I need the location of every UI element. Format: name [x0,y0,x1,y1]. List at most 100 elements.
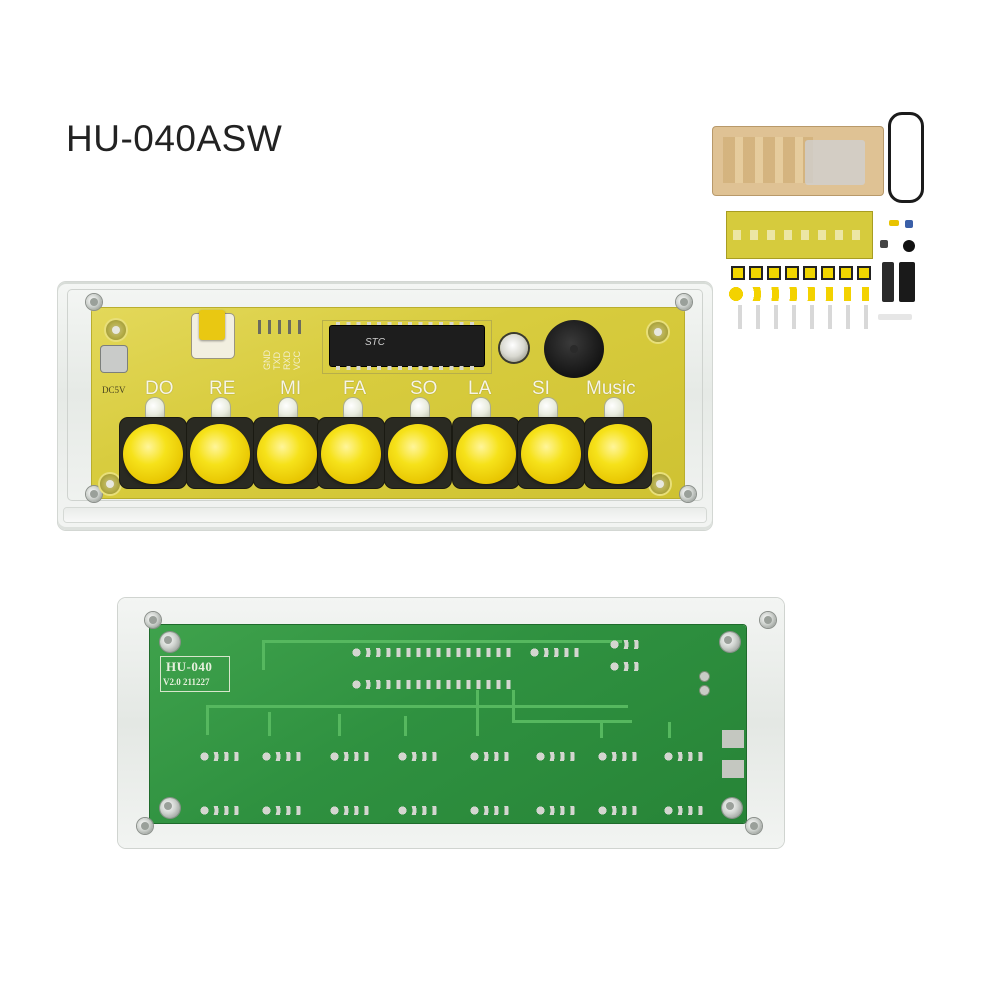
rgb-led [500,334,528,362]
header-pins [258,320,304,334]
pad-row [664,752,704,761]
la-button[interactable] [456,424,516,484]
pad-row [664,806,704,815]
pad-row [330,806,370,815]
pin-label: GND [262,350,272,370]
trace [262,640,622,643]
si-button[interactable] [521,424,581,484]
pad-row [262,806,302,815]
pad-row [530,648,580,657]
led [212,398,230,420]
kit-leds [846,305,850,329]
pad-row [352,680,512,689]
power-pad [722,730,744,748]
board-screw [720,632,740,652]
pad-row [470,752,510,761]
pad [700,672,709,681]
kit-chip [899,262,915,302]
kit-leds [864,305,868,329]
do-button[interactable] [123,424,183,484]
kit-part [889,220,899,226]
led [344,398,362,420]
pad-row [398,806,438,815]
note-label-do: DO [145,378,174,399]
kit-buzzer [903,240,915,252]
kit-switch-row [731,266,871,280]
kit-part [878,314,912,320]
kit-leds [792,305,796,329]
pin-label: RXD [282,350,292,370]
kit-leds [828,305,832,329]
kit-leds [810,305,814,329]
case-screw [145,612,161,628]
mounting-hole [100,474,120,494]
pad-row [470,806,510,815]
trace [338,714,341,736]
note-label-si: SI [532,378,550,399]
trace [668,722,671,738]
board-screw [722,798,742,818]
kit-part [880,240,888,248]
pad-row [598,752,638,761]
case-screw [680,486,696,502]
pad-row [262,752,302,761]
case-screw [86,294,102,310]
fa-button[interactable] [321,424,381,484]
mounting-hole [650,474,670,494]
kit-part [905,220,913,228]
case-screw [676,294,692,310]
pin-label: VCC [292,350,302,370]
chip-socket [322,320,492,374]
led [539,398,557,420]
pad-row [200,752,240,761]
pad-row [610,662,640,671]
note-label-fa: FA [343,378,367,399]
kit-pcb [727,212,872,258]
note-label-music: Music [586,378,636,399]
re-button[interactable] [190,424,250,484]
board-screw [160,632,180,652]
kit-button-caps [729,287,873,301]
note-label-so: SO [410,378,438,399]
case-screw [760,612,776,628]
pad-row [536,752,576,761]
silkscreen-box [160,656,230,692]
dc-label: DC5V [102,385,126,395]
back-pcb [150,625,746,823]
pad-row [200,806,240,815]
pad-row [598,806,638,815]
product-title: HU-040ASW [66,118,283,159]
pin-label: TXD [272,352,282,370]
pad-row [398,752,438,761]
music-button[interactable] [588,424,648,484]
trace [262,640,265,670]
kit-leds [756,305,760,329]
case-screw [86,486,102,502]
so-button[interactable] [388,424,448,484]
note-label-mi: MI [280,378,302,399]
led [472,398,490,420]
led [146,398,164,420]
led [411,398,429,420]
led [605,398,623,420]
board-version-label: V2.0 211227 [163,677,210,687]
led [279,398,297,420]
mi-button[interactable] [257,424,317,484]
trace [268,712,271,736]
usb-port [101,346,127,372]
trace [512,720,632,723]
chip-pins-top [336,322,480,326]
reset-switch-cap[interactable] [199,310,225,340]
trace [512,690,515,720]
pad [700,686,709,695]
trace [208,705,628,708]
kit-socket [882,262,894,302]
board-model-label: HU-040 [166,659,213,674]
case-screw [746,818,762,834]
trace [600,722,603,738]
header-pin-names: GND TXD RXD VCC [262,336,302,370]
pad-row [610,640,640,649]
trace [404,716,407,736]
trace [476,690,479,736]
case-screw [137,818,153,834]
